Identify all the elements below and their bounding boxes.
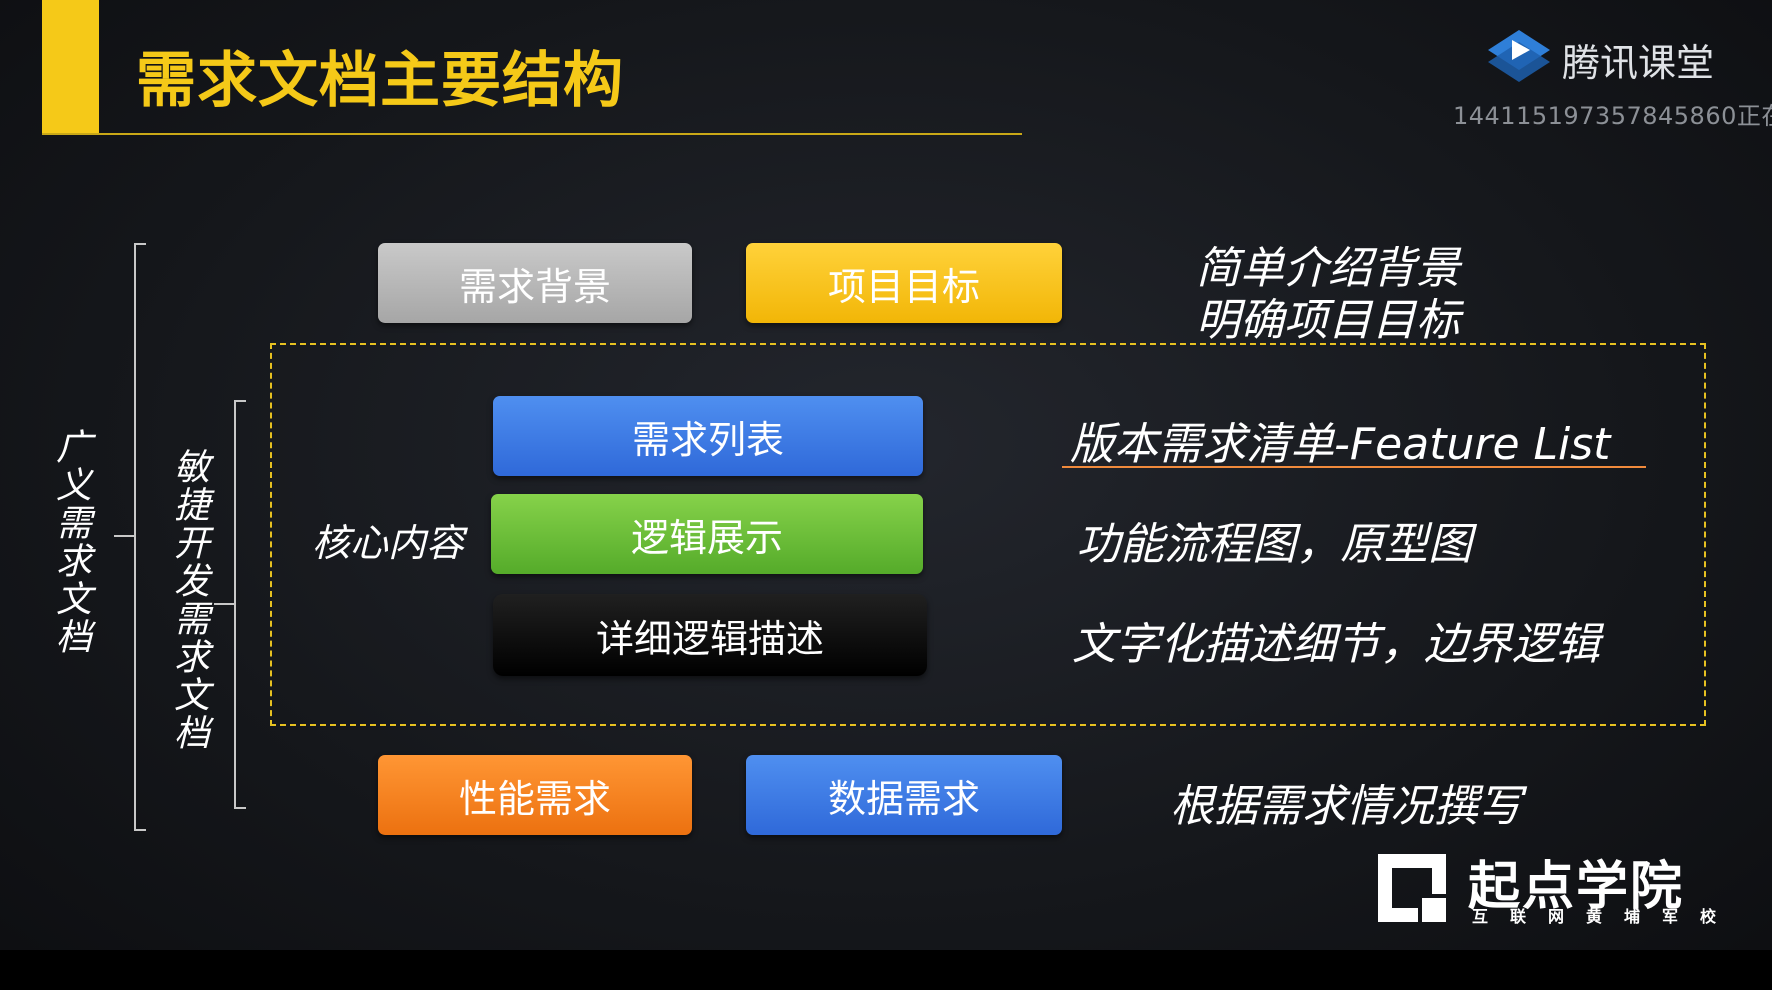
title-accent-bar — [42, 0, 99, 135]
bottom-black-bar — [0, 950, 1772, 990]
qidian-logo-icon — [1378, 854, 1446, 922]
outer-bracket-tick — [114, 535, 134, 537]
school-tagline: 互联网黄埔军校 — [1472, 907, 1739, 926]
school-name: 起点学院 — [1468, 857, 1685, 917]
inner-bracket-tick — [214, 603, 234, 605]
detail-description: 文字化描述细节，边界逻辑 — [1072, 619, 1600, 670]
performance-requirement-block: 性能需求 — [378, 755, 692, 835]
slide-title: 需求文档主要结构 — [136, 46, 624, 116]
broad-requirement-doc-label: 广义需求文档 — [50, 428, 91, 656]
logic-description: 功能流程图，原型图 — [1076, 519, 1472, 570]
feature-list-description: 版本需求清单-Feature List — [1070, 419, 1611, 470]
background-description-line-2: 明确项目目标 — [1196, 295, 1460, 346]
detailed-logic-block: 详细逻辑描述 — [493, 594, 927, 676]
project-goal-block: 项目目标 — [746, 243, 1062, 323]
data-requirement-block: 数据需求 — [746, 755, 1062, 835]
brand-name: 腾讯课堂 — [1562, 41, 1715, 85]
background-description-line-1: 简单介绍背景 — [1196, 243, 1460, 294]
tencent-classroom-brand: 腾讯课堂 — [1486, 28, 1726, 85]
extra-requirement-description: 根据需求情况撰写 — [1170, 781, 1522, 832]
requirement-list-block: 需求列表 — [493, 396, 923, 476]
core-content-label: 核心内容 — [312, 521, 465, 565]
watermark-id: 14411519735784586​0正在 — [1453, 102, 1772, 130]
inner-bracket — [234, 400, 246, 809]
tencent-classroom-logo-icon — [1488, 30, 1550, 82]
core-content-dashed-box — [270, 343, 1706, 726]
title-underline — [42, 133, 1022, 135]
agile-requirement-doc-label: 敏捷开发需求文档 — [168, 448, 209, 752]
feature-list-underline — [1062, 466, 1646, 468]
qidian-school-brand: 起点学院 互联网黄埔军校 — [1372, 848, 1732, 928]
outer-bracket — [134, 243, 146, 831]
logic-display-block: 逻辑展示 — [491, 494, 923, 574]
requirement-background-block: 需求背景 — [378, 243, 692, 323]
